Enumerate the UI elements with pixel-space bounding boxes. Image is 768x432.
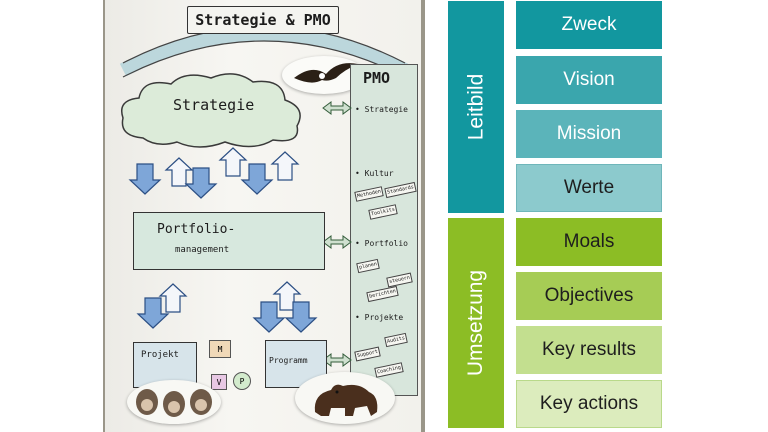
- cloud-label: Strategie: [173, 96, 255, 114]
- box-label: Objectives: [544, 285, 634, 306]
- umsetzung-box-key-actions: Key actions: [516, 380, 662, 428]
- flipchart-photo: Strategie & PMO Strategie PMO • Strategi…: [103, 0, 425, 432]
- box-label: Zweck: [561, 14, 617, 35]
- box-label: Key actions: [539, 393, 639, 414]
- leitbild-bar: Leitbild: [448, 1, 504, 213]
- umsetzung-box-objectives: Objectives: [516, 272, 662, 320]
- box-label: Moals: [563, 231, 615, 252]
- box-label: Mission: [556, 123, 622, 144]
- portfolio-box: [133, 212, 325, 270]
- flipchart-title: Strategie & PMO: [187, 6, 339, 34]
- mvp-v: V: [211, 374, 227, 390]
- pmo-header: PMO: [363, 69, 391, 87]
- portfolio-label: Portfolio-: [157, 222, 236, 237]
- box-label: Key results: [542, 339, 636, 360]
- pmo-column: PMO • Strategie • Kultur • Portfolio • P…: [350, 64, 418, 396]
- monkeys-sticker: [127, 380, 221, 424]
- mvp-m: M: [209, 340, 231, 358]
- strategy-cloud: [121, 73, 301, 148]
- monkeys-icon: [136, 389, 212, 417]
- pmo-item-strategie: • Strategie: [355, 105, 408, 114]
- pmo-item-projekte: • Projekte: [355, 313, 404, 322]
- leitbild-box-vision: Vision: [516, 56, 662, 104]
- bear-icon: [314, 384, 378, 416]
- box-label: Werte: [563, 177, 615, 198]
- leitbild-box-zweck: Zweck: [516, 1, 662, 49]
- leitbild-box-mission: Mission: [516, 110, 662, 158]
- bear-sticker: [295, 372, 395, 424]
- umsetzung-label: Umsetzung: [464, 269, 487, 377]
- pmo-item-kultur: • Kultur: [355, 169, 394, 178]
- leitbild-box-werte: Werte: [516, 164, 662, 212]
- projekt-label: Projekt: [141, 350, 179, 360]
- eagle-icon: [294, 63, 358, 83]
- programm-label: Programm: [269, 356, 308, 365]
- umsetzung-bar: Umsetzung: [448, 218, 504, 428]
- flipchart-paper: Strategie & PMO Strategie PMO • Strategi…: [105, 0, 421, 432]
- leitbild-label: Leitbild: [464, 73, 487, 141]
- umsetzung-box-key-results: Key results: [516, 326, 662, 374]
- mvp-p: P: [233, 372, 251, 390]
- box-label: Vision: [563, 69, 615, 90]
- pmo-item-portfolio: • Portfolio: [355, 239, 408, 248]
- umsetzung-box-moals: Moals: [516, 218, 662, 266]
- portfolio-sub-label: management: [175, 245, 230, 255]
